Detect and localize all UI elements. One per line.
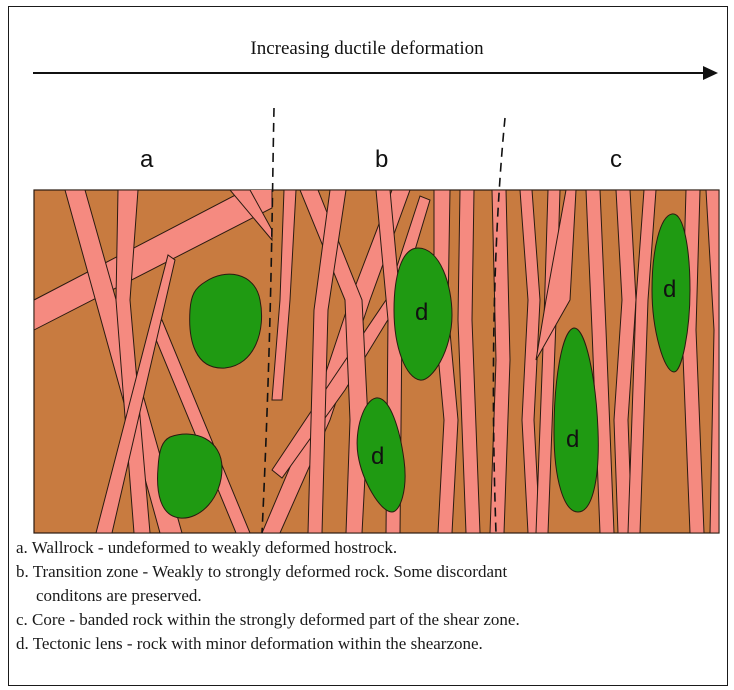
lens-a-upper — [190, 274, 262, 368]
zone-label-b: b — [375, 146, 388, 174]
lens-label: d — [371, 443, 384, 470]
legend-item-b-continued: conditons are preserved. — [16, 584, 716, 608]
legend-item-c: c. Core - banded rock within the strongl… — [16, 608, 716, 632]
zone-label-c: c — [610, 146, 622, 174]
legend-item-d: d. Tectonic lens - rock with minor defor… — [16, 632, 716, 656]
lens-label: d — [566, 426, 579, 453]
zone-label-a: a — [140, 146, 153, 174]
legend: a. Wallrock - undeformed to weakly defor… — [16, 536, 716, 656]
lens-label: d — [663, 276, 676, 303]
diagram-title: Increasing ductile deformation — [0, 38, 734, 60]
deformation-arrow — [33, 66, 718, 80]
legend-item-a: a. Wallrock - undeformed to weakly defor… — [16, 536, 716, 560]
lens-label: d — [415, 299, 428, 326]
legend-item-b: b. Transition zone - Weakly to strongly … — [16, 560, 716, 584]
